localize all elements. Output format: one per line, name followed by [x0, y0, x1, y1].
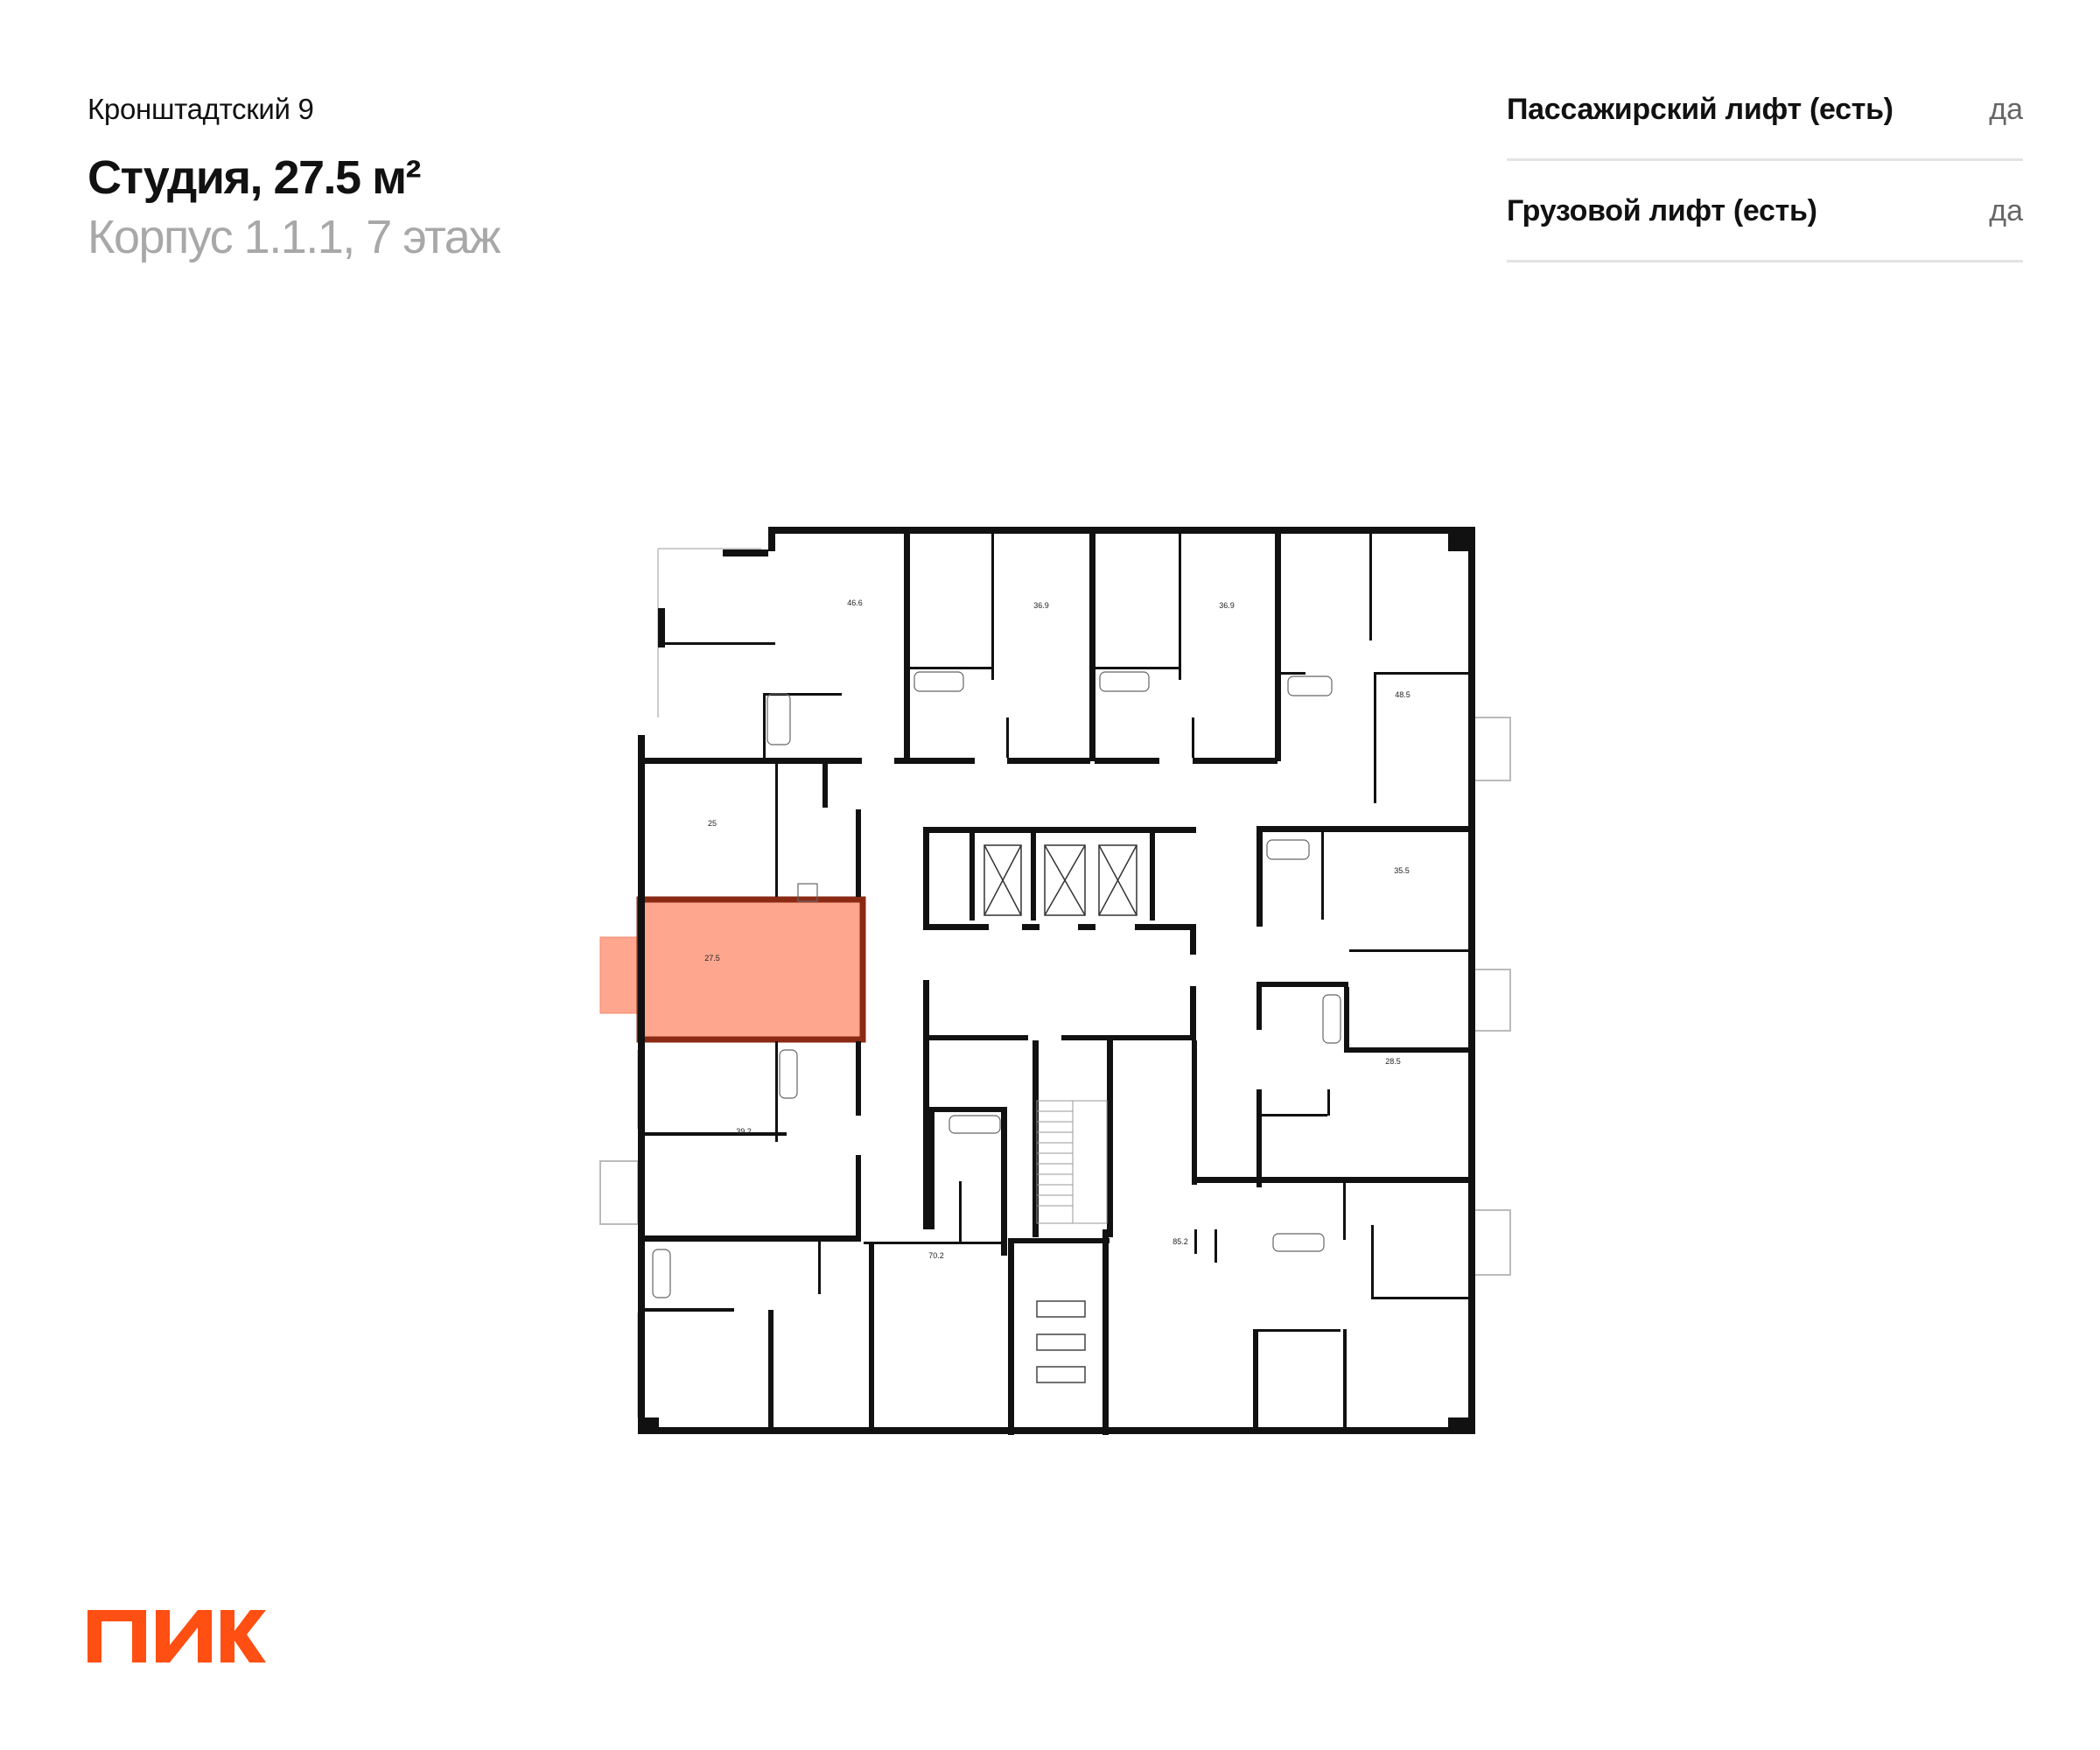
pik-logo — [88, 1610, 266, 1662]
room-area: 70.2 — [928, 1251, 944, 1260]
room-area: 35.5 — [1394, 866, 1410, 875]
feature-label: Пассажирский лифт (есть) — [1507, 93, 1894, 126]
room-area: 25 — [708, 819, 717, 828]
walls — [638, 527, 1475, 1435]
room-area: 39.2 — [736, 1127, 752, 1136]
selected-unit[interactable] — [599, 896, 866, 1043]
feature-label: Грузовой лифт (есть) — [1507, 194, 1817, 228]
project-name: Кронштадтский 9 — [88, 93, 314, 125]
feature-passenger-lift: Пассажирский лифт (есть) да — [1507, 60, 2023, 161]
apartment-title: Студия, 27.5 м² — [88, 151, 422, 204]
lift-shafts — [984, 844, 1138, 916]
room-area: 28.5 — [1385, 1057, 1401, 1066]
feature-freight-lift: Грузовой лифт (есть) да — [1507, 161, 2023, 262]
vents — [1036, 1300, 1086, 1383]
room-area: 46.6 — [847, 598, 863, 607]
feature-value: да — [1989, 93, 2023, 126]
staircase — [1036, 1100, 1108, 1224]
feature-value: да — [1989, 194, 2023, 228]
room-labels: 46.6 36.9 36.9 48.5 25 27.5 35.5 28.5 39… — [704, 598, 1410, 1260]
selected-room-area: 27.5 — [704, 954, 720, 962]
room-area: 36.9 — [1219, 601, 1235, 610]
building-floor: Корпус 1.1.1, 7 этаж — [88, 211, 500, 263]
room-area: 48.5 — [1395, 690, 1410, 699]
fixtures — [652, 671, 1341, 1298]
room-area: 36.9 — [1033, 601, 1049, 610]
room-area: 85.2 — [1172, 1237, 1188, 1246]
